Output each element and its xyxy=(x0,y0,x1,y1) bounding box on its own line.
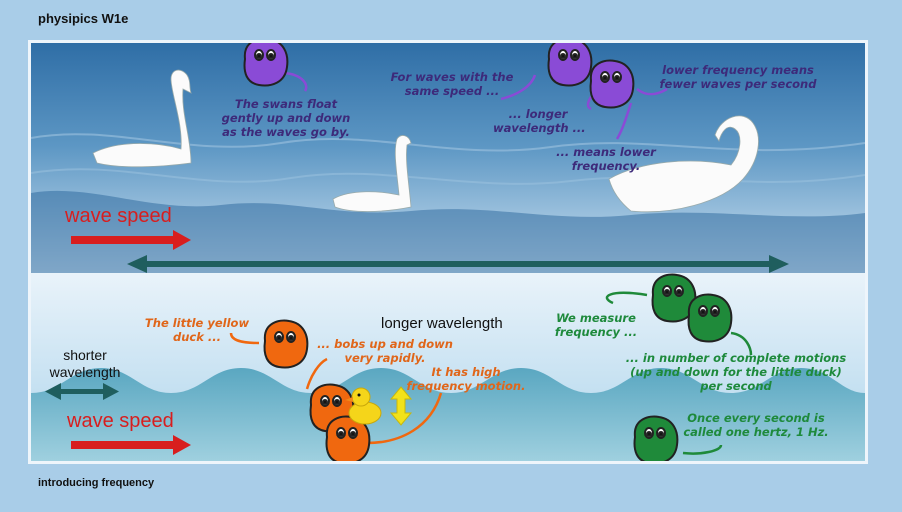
lower-frequency-note: ... means lower frequency. xyxy=(556,145,656,173)
page-caption: introducing frequency xyxy=(38,477,155,489)
wave-speed-arrow xyxy=(71,230,191,250)
scene-illustration xyxy=(31,43,865,461)
longer-wavelength-arrow xyxy=(127,255,789,273)
purple-character-icon xyxy=(547,43,593,87)
wave-speed-label-bottom: wave speed xyxy=(67,410,174,432)
same-speed-note: For waves with the same speed ... xyxy=(390,70,514,98)
duck-note: The little yellow duck ... xyxy=(144,316,250,344)
swan-icon xyxy=(608,115,759,213)
wave-speed-arrow xyxy=(71,435,191,455)
high-frequency-note: It has high frequency motion. xyxy=(406,365,526,393)
green-character-icon xyxy=(687,293,733,343)
page-title: physipics W1e xyxy=(38,11,129,26)
rubber-duck-icon xyxy=(345,387,382,425)
up-down-arrow-icon xyxy=(389,386,413,426)
swan-icon xyxy=(92,69,192,168)
orange-character-icon xyxy=(263,319,309,369)
longer-wavelength-label: longer wavelength xyxy=(381,315,503,332)
hertz-note: Once every second is called one hertz, 1… xyxy=(683,411,829,439)
measure-note: We measure frequency ... xyxy=(554,311,638,339)
fewer-waves-note: lower frequency means fewer waves per se… xyxy=(659,63,817,91)
bobs-note: ... bobs up and down very rapidly. xyxy=(317,337,453,365)
shorter-wavelength-label: shorter wavelength xyxy=(49,347,121,380)
purple-character-icon xyxy=(589,59,635,109)
diagram-frame: wave speed The swans float gently up and… xyxy=(28,40,868,464)
complete-motions-note: ... in number of complete motions (up an… xyxy=(625,351,847,393)
wave-speed-label-top: wave speed xyxy=(65,205,172,227)
longer-wavelength-note: ... longer wavelength ... xyxy=(493,107,586,135)
purple-character-icon xyxy=(243,43,289,87)
swans-note: The swans float gently up and down as th… xyxy=(221,97,351,139)
shorter-wavelength-arrow xyxy=(45,383,119,400)
swan-icon xyxy=(332,135,412,212)
